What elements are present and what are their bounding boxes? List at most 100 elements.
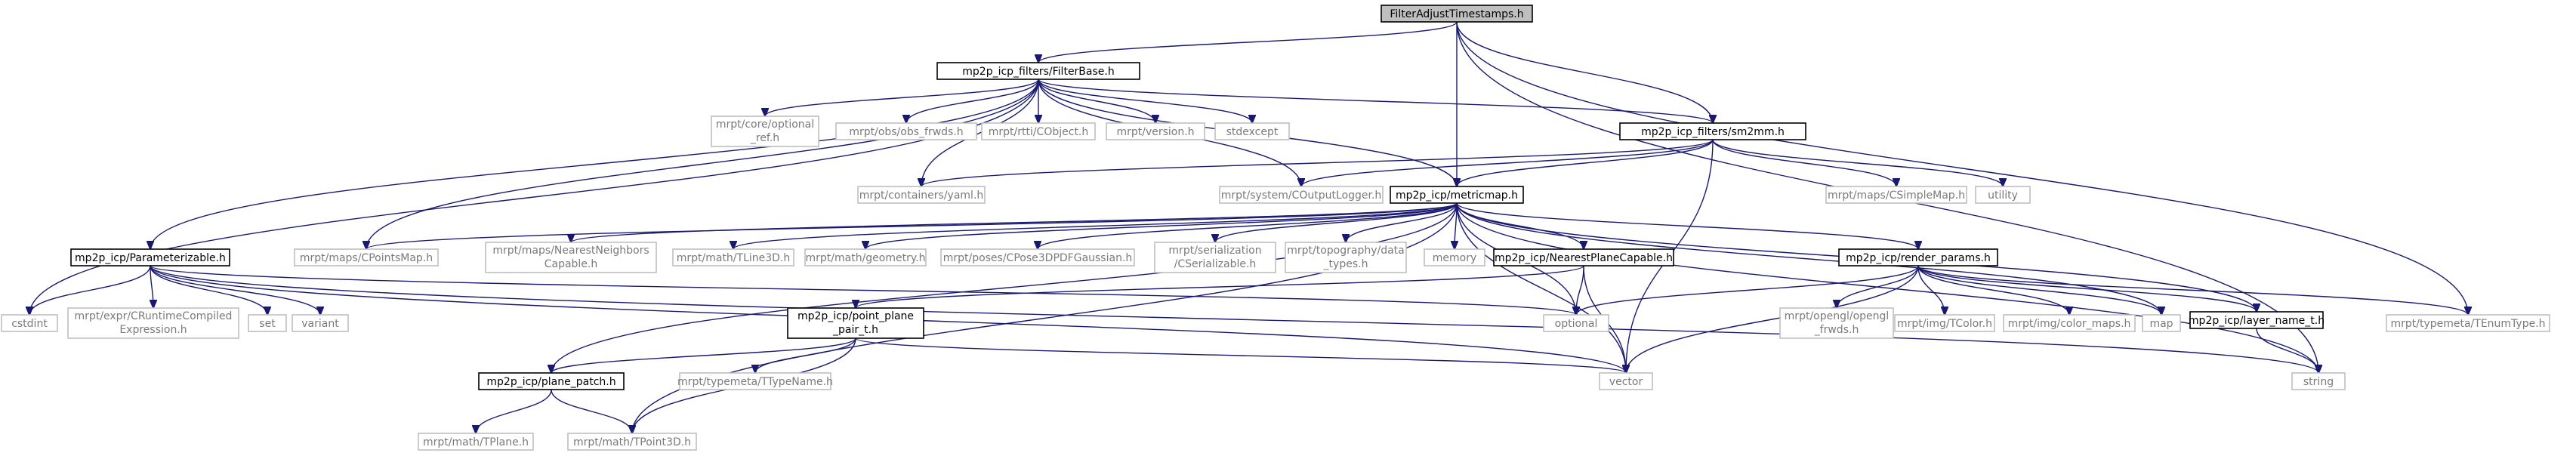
node-label: mp2p_icp/layer_name_t.h: [2189, 315, 2325, 327]
node-variant[interactable]: variant: [292, 314, 349, 332]
node-label-line: _frwds.h: [1814, 324, 1859, 336]
node-box: [672, 248, 794, 267]
node-coutput[interactable]: mrpt/system/COutputLogger.h: [1219, 186, 1384, 204]
node-optionalref[interactable]: mrpt/core/optional_ref.h: [711, 116, 819, 147]
edge-metricmap-to-cserializable: [1215, 202, 1458, 242]
node-label: mrpt/math/TPlane.h: [423, 436, 529, 448]
node-parameterizable[interactable]: mp2p_icp/Parameterizable.h: [70, 248, 230, 267]
node-cstdint[interactable]: cstdint: [1, 314, 58, 332]
node-label: mrpt/poses/CPose3DPDFGaussian.h: [943, 252, 1133, 264]
node-version[interactable]: mrpt/version.h: [1106, 122, 1205, 140]
node-csimplemap[interactable]: mrpt/maps/CSimpleMap.h: [1825, 186, 1967, 204]
node-stdexcept[interactable]: stdexcept: [1214, 122, 1290, 140]
edge-parameterizable-to-string: [150, 265, 2318, 373]
node-box: [418, 433, 534, 451]
node-tpoint3d[interactable]: mrpt/math/TPoint3D.h: [567, 433, 697, 451]
node-vector[interactable]: vector: [1599, 372, 1653, 390]
node-obsfrwds[interactable]: mrpt/obs/obs_frwds.h: [835, 122, 977, 140]
node-root[interactable]: FilterAdjustTimestamps.h: [1381, 5, 1533, 23]
node-tcolor[interactable]: mrpt/img/TColor.h: [1894, 314, 1995, 332]
edge-filterbase-to-cpointsmap: [366, 79, 1039, 249]
node-label-line: _types.h: [1323, 258, 1368, 270]
node-tenumtype[interactable]: mrpt/typemeta/TEnumType.h: [2386, 314, 2550, 332]
node-string[interactable]: string: [2291, 372, 2346, 390]
node-box: [1219, 186, 1384, 204]
node-render[interactable]: mp2p_icp/render_params.h: [1838, 248, 1998, 267]
node-label: mrpt/math/geometry.h: [806, 252, 926, 264]
node-label-line: mrpt/core/optional: [716, 119, 814, 131]
edge-filterbase-to-optionalref: [765, 79, 1039, 116]
node-box: [1825, 186, 1967, 204]
edge-pointplane-to-planepatch: [551, 337, 856, 373]
edge-sm2mm-to-csimplemap: [1712, 139, 1896, 186]
node-label: mrpt/rtti/CObject.h: [989, 126, 1089, 138]
node-cpointsmap[interactable]: mrpt/maps/CPointsMap.h: [294, 248, 439, 267]
edge-filterbase-to-yaml: [921, 79, 1039, 186]
edge-metricmap-to-string: [1456, 202, 2318, 373]
node-nearestplane[interactable]: mp2p_icp/NearestPlaneCapable.h: [1493, 248, 1674, 267]
node-tline3d[interactable]: mrpt/math/TLine3D.h: [672, 248, 794, 267]
edge-root-to-tenumtype: [1456, 21, 2468, 315]
edge-parameterizable-to-cstdint: [29, 265, 151, 315]
node-box: [857, 186, 986, 204]
node-label: FilterAdjustTimestamps.h: [1390, 8, 1523, 20]
node-pointplane[interactable]: mp2p_icp/point_plane_pair_t.h: [787, 307, 924, 339]
node-box: [2386, 314, 2550, 332]
node-box: [1, 314, 58, 332]
node-label: mp2p_icp/render_params.h: [1846, 252, 1991, 264]
node-planepatch[interactable]: mp2p_icp/plane_patch.h: [478, 372, 625, 390]
edge-render-to-map: [1917, 265, 2161, 315]
edge-parameterizable-to-optional: [150, 265, 1576, 315]
node-label: stdexcept: [1226, 126, 1279, 138]
node-box: [787, 307, 924, 339]
edge-parameterizable-to-cruntime: [150, 265, 153, 308]
node-box: [1424, 248, 1485, 267]
node-label: mp2p_icp_filters/FilterBase.h: [962, 66, 1114, 78]
node-label: string: [2303, 376, 2334, 388]
node-label: optional: [1555, 318, 1598, 330]
edge-metricmap-to-cpose3d: [1038, 202, 1458, 249]
node-optional[interactable]: optional: [1543, 314, 1609, 332]
node-label: memory: [1433, 252, 1477, 264]
node-box: [292, 314, 349, 332]
edge-render-to-tcolor: [1917, 265, 1945, 315]
node-colormaps[interactable]: mrpt/img/color_maps.h: [2003, 314, 2136, 332]
node-utility[interactable]: utility: [1975, 186, 2031, 204]
node-label-line: mrpt/serialization: [1168, 245, 1261, 257]
node-box: [248, 314, 287, 332]
node-map[interactable]: map: [2142, 314, 2181, 332]
node-box: [567, 433, 697, 451]
node-openglfrwds[interactable]: mrpt/opengl/opengl_frwds.h: [1779, 307, 1894, 339]
node-box: [67, 307, 239, 339]
node-datatypes[interactable]: mrpt/topography/data_types.h: [1285, 242, 1407, 273]
node-cserializable[interactable]: mrpt/serialization/CSerializable.h: [1154, 242, 1276, 273]
edge-metricmap-to-map: [1456, 202, 2161, 315]
edge-sm2mm-to-metricmap: [1457, 139, 1714, 186]
node-label-line: mrpt/maps/NearestNeighbors: [492, 245, 649, 257]
node-sm2mm[interactable]: mp2p_icp_filters/sm2mm.h: [1619, 122, 1806, 140]
node-layername[interactable]: mp2p_icp/layer_name_t.h: [2189, 311, 2325, 329]
node-yaml[interactable]: mrpt/containers/yaml.h: [857, 186, 986, 204]
node-cpose3d[interactable]: mrpt/poses/CPose3DPDFGaussian.h: [940, 248, 1135, 267]
node-box: [835, 122, 977, 140]
edge-parameterizable-to-set: [150, 265, 267, 315]
edge-render-to-vector: [1626, 265, 1919, 373]
node-cobject[interactable]: mrpt/rtti/CObject.h: [981, 122, 1096, 140]
edge-metricmap-to-tline3d: [733, 202, 1458, 249]
node-memory[interactable]: memory: [1424, 248, 1485, 267]
node-label: mrpt/typemeta/TEnumType.h: [2390, 318, 2545, 330]
node-filterbase[interactable]: mp2p_icp_filters/FilterBase.h: [936, 62, 1140, 80]
node-tplane[interactable]: mrpt/math/TPlane.h: [418, 433, 534, 451]
node-box: [679, 372, 831, 390]
edge-planepatch-to-tpoint3d: [551, 389, 632, 433]
node-label-line: mp2p_icp/point_plane: [797, 310, 914, 322]
node-box: [2142, 314, 2181, 332]
node-metricmap[interactable]: mp2p_icp/metricmap.h: [1390, 186, 1524, 204]
node-ttypename[interactable]: mrpt/typemeta/TTypeName.h: [677, 372, 833, 390]
node-label: set: [259, 318, 276, 330]
node-geometry[interactable]: mrpt/math/geometry.h: [804, 248, 927, 267]
node-set[interactable]: set: [248, 314, 287, 332]
node-box: [1543, 314, 1609, 332]
